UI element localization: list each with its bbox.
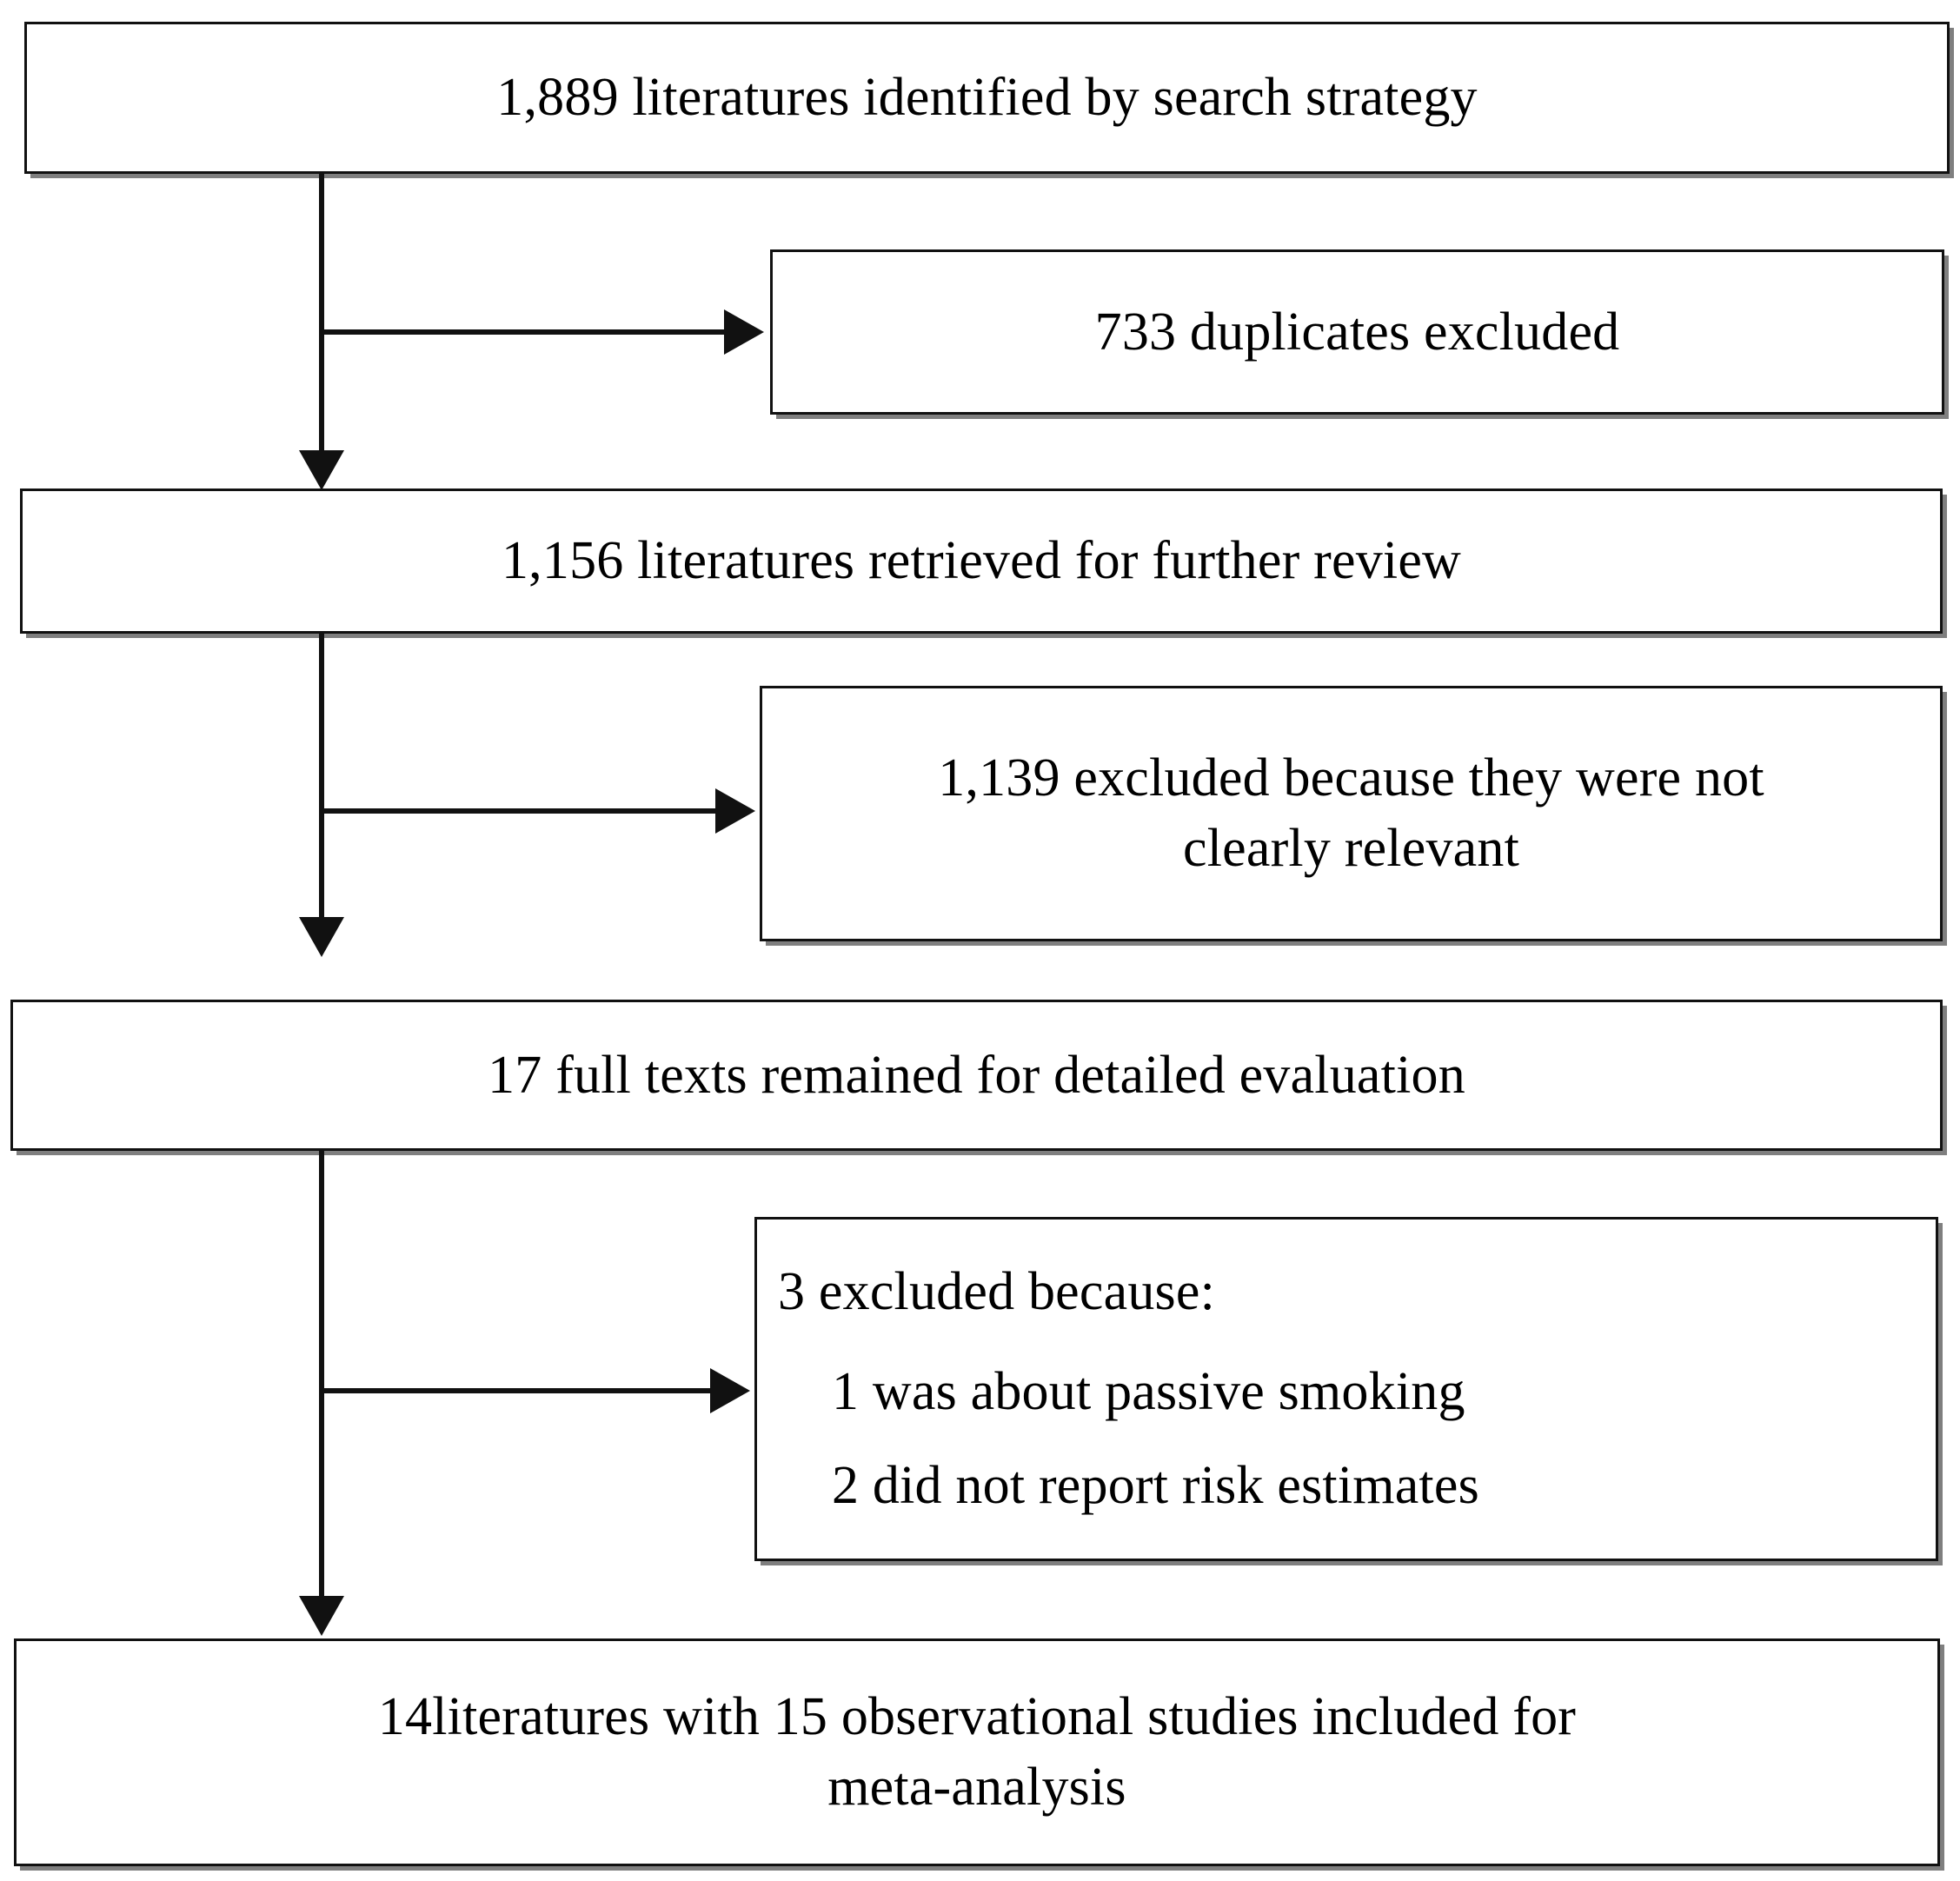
node-not-relevant-excluded: 1,139 excluded because they were not cle… <box>760 686 1943 941</box>
arrowhead-identified-to-retrieved <box>299 450 344 490</box>
node-retrieved: 1,156 literatures retrieved for further … <box>20 489 1943 634</box>
node-three-excluded-line-1: 3 excluded because: <box>778 1262 1216 1322</box>
connector-retrieved-to-fulltexts <box>319 634 324 921</box>
node-not-relevant-excluded-line-2: clearly relevant <box>1182 819 1519 878</box>
node-three-excluded-line-2: 1 was about passive smoking <box>832 1361 1465 1421</box>
node-full-texts-line-1: 17 full texts remained for detailed eval… <box>488 1045 1465 1105</box>
arrowhead-fulltexts-to-included <box>299 1596 344 1636</box>
node-retrieved-line-1: 1,156 literatures retrieved for further … <box>501 531 1462 591</box>
connector-fulltexts-to-included <box>319 1151 324 1599</box>
connector-identified-to-retrieved <box>319 174 324 454</box>
node-not-relevant-excluded-line-1: 1,139 excluded because they were not <box>938 748 1764 808</box>
node-three-excluded-line-3: 2 did not report risk estimates <box>832 1456 1479 1516</box>
node-three-excluded: 3 excluded because: 1 was about passive … <box>754 1217 1938 1561</box>
connector-fulltexts-to-three-excluded <box>319 1388 710 1393</box>
arrowhead-retrieved-to-fulltexts <box>299 917 344 957</box>
node-identified-line-1: 1,889 literatures identified by search s… <box>496 68 1478 128</box>
connector-retrieved-to-not-relevant <box>319 808 715 814</box>
connector-identified-to-duplicates <box>319 329 724 335</box>
node-duplicates-excluded-line-1: 733 duplicates excluded <box>1094 302 1620 362</box>
arrowhead-identified-to-duplicates <box>724 309 764 355</box>
node-included: 14literatures with 15 observational stud… <box>14 1638 1940 1866</box>
node-included-line-1: 14literatures with 15 observational stud… <box>377 1687 1577 1747</box>
arrowhead-retrieved-to-not-relevant <box>715 788 755 834</box>
node-identified: 1,889 literatures identified by search s… <box>24 22 1950 174</box>
node-included-line-2: meta-analysis <box>827 1758 1126 1817</box>
node-duplicates-excluded: 733 duplicates excluded <box>770 249 1944 415</box>
arrowhead-fulltexts-to-three-excluded <box>710 1368 750 1413</box>
node-full-texts: 17 full texts remained for detailed eval… <box>10 1000 1943 1151</box>
